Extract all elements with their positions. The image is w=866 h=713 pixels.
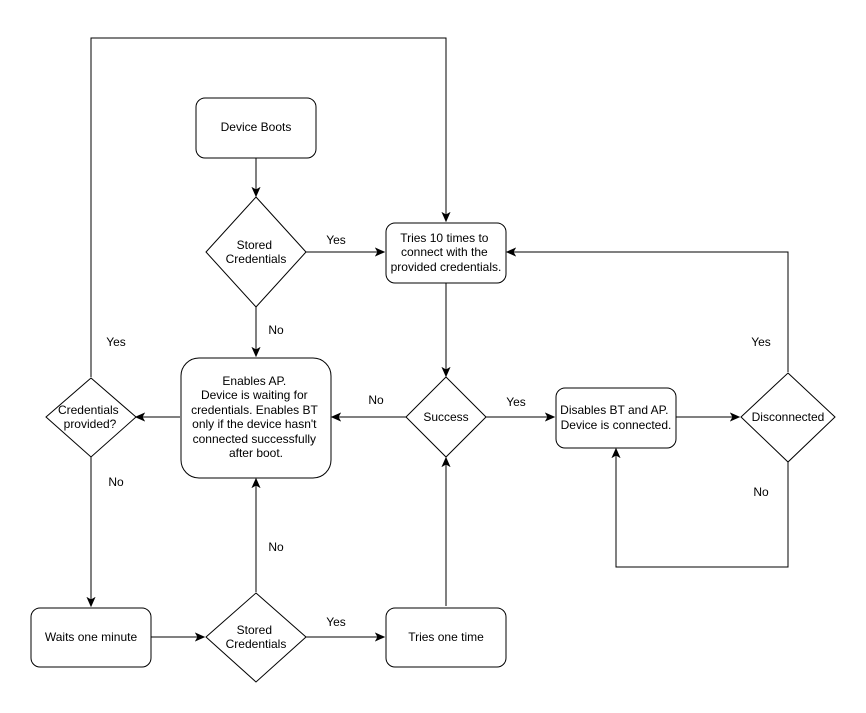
node-success: Success	[405, 376, 487, 458]
node-stored-credentials-bottom: Stored Credentials	[205, 592, 307, 683]
nodes: Device Boots Stored Credentials Tries 10…	[30, 97, 836, 683]
edge-label-disconnected-yes: Yes	[751, 335, 771, 349]
node-stored-credentials-top: Stored Credentials	[205, 196, 307, 308]
node-credentials-provided: Credentials provided?	[45, 377, 137, 458]
edge-disconnected-yes	[507, 252, 789, 372]
edge-label-success-no: No	[368, 393, 384, 407]
node-credentials-provided-label: Credentials provided?	[58, 403, 122, 431]
node-disconnected: Disconnected	[740, 372, 836, 463]
edge-label-stored-bottom-no: No	[268, 540, 284, 554]
edge-label-stored-top-yes: Yes	[326, 233, 346, 247]
edge-label-credentials-provided-yes: Yes	[106, 335, 126, 349]
node-waits-one-minute-label: Waits one minute	[45, 630, 138, 644]
node-disables-bt-ap-label: Disables BT and AP. Device is connected.	[560, 403, 672, 432]
edge-disconnected-no	[616, 449, 789, 568]
node-disables-bt-ap: Disables BT and AP. Device is connected.	[555, 387, 677, 449]
edge-label-credentials-provided-no: No	[108, 475, 124, 489]
node-success-label: Success	[423, 410, 468, 424]
node-enables-ap: Enables AP. Device is waiting for creden…	[180, 357, 332, 479]
node-tries-one-time-label: Tries one time	[408, 630, 484, 644]
node-stored-credentials-bottom-label: Stored Credentials	[226, 623, 287, 651]
node-waits-one-minute: Waits one minute	[30, 607, 152, 668]
node-tries-one-time: Tries one time	[385, 607, 507, 668]
node-disconnected-label: Disconnected	[752, 410, 825, 424]
edge-label-disconnected-no: No	[753, 485, 769, 499]
node-device-boots: Device Boots	[195, 97, 317, 159]
edge-label-success-yes: Yes	[506, 395, 526, 409]
edge-credentials-provided-yes	[90, 37, 446, 377]
edge-label-stored-top-no: No	[268, 323, 284, 337]
node-tries-ten-times-label: Tries 10 times to connect with the provi…	[391, 231, 502, 274]
node-stored-credentials-top-label: Stored Credentials	[226, 238, 287, 266]
edges	[90, 37, 789, 637]
edge-label-stored-bottom-yes: Yes	[326, 615, 346, 629]
node-enables-ap-label: Enables AP. Device is waiting for creden…	[191, 374, 321, 460]
edge-labels: Yes No Yes No No Yes Yes No No Yes	[106, 233, 771, 629]
node-device-boots-label: Device Boots	[221, 120, 292, 134]
node-tries-ten-times: Tries 10 times to connect with the provi…	[385, 222, 507, 284]
